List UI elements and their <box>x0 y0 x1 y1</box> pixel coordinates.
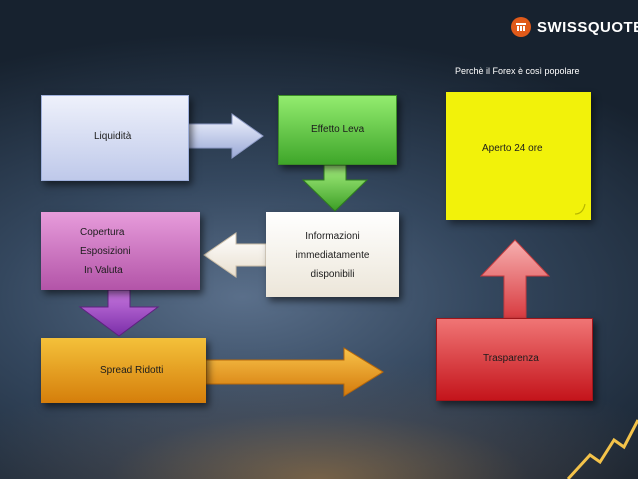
node-informazioni-line-2: immediatamente <box>295 250 370 261</box>
node-trasparenza-label: Trasparenza <box>483 353 539 364</box>
node-informazioni-line-1: Informazioni <box>305 231 360 242</box>
node-liquidita: Liquidità <box>41 95 189 181</box>
node-informazioni-line-3: disponibili <box>310 269 355 280</box>
arrow-liquidita-to-effetto-leva <box>185 113 264 159</box>
node-copertura-line-3: In Valuta <box>84 265 123 276</box>
arrow-effetto-leva-to-informazioni <box>301 164 369 212</box>
node-copertura: Copertura Esposizioni In Valuta <box>41 212 200 290</box>
slide-subtitle: Perchè il Forex è così popolare <box>455 66 580 76</box>
node-copertura-line-2: Esposizioni <box>80 246 131 257</box>
node-informazioni: Informazioni immediatamente disponibili <box>266 212 399 297</box>
node-aperto-24-ore: Aperto 24 ore <box>446 92 591 220</box>
node-aperto-24-ore-label: Aperto 24 ore <box>482 143 543 154</box>
brand-logo: SWISSQUOTE <box>511 16 638 38</box>
swissquote-logo-icon <box>511 17 531 37</box>
node-spread-ridotti-label: Spread Ridotti <box>100 365 164 376</box>
node-copertura-line-1: Copertura <box>80 227 125 238</box>
node-trasparenza: Trasparenza <box>436 318 593 401</box>
node-spread-ridotti: Spread Ridotti <box>41 338 206 403</box>
node-copertura-label: Copertura Esposizioni In Valuta <box>80 223 131 280</box>
decorative-trend-line <box>566 419 638 479</box>
arrow-trasparenza-to-aperto <box>479 239 551 319</box>
node-informazioni-label: Informazioni immediatamente disponibili <box>266 227 399 284</box>
page-curl-icon <box>574 203 586 215</box>
arrow-informazioni-to-copertura <box>203 232 267 278</box>
node-effetto-leva-label: Effetto Leva <box>311 124 365 135</box>
node-effetto-leva: Effetto Leva <box>278 95 397 165</box>
arrow-copertura-to-spread <box>78 289 160 337</box>
node-liquidita-label: Liquidità <box>94 131 132 142</box>
brand-name: SWISSQUOTE <box>537 18 638 36</box>
arrow-spread-to-trasparenza <box>205 347 384 397</box>
